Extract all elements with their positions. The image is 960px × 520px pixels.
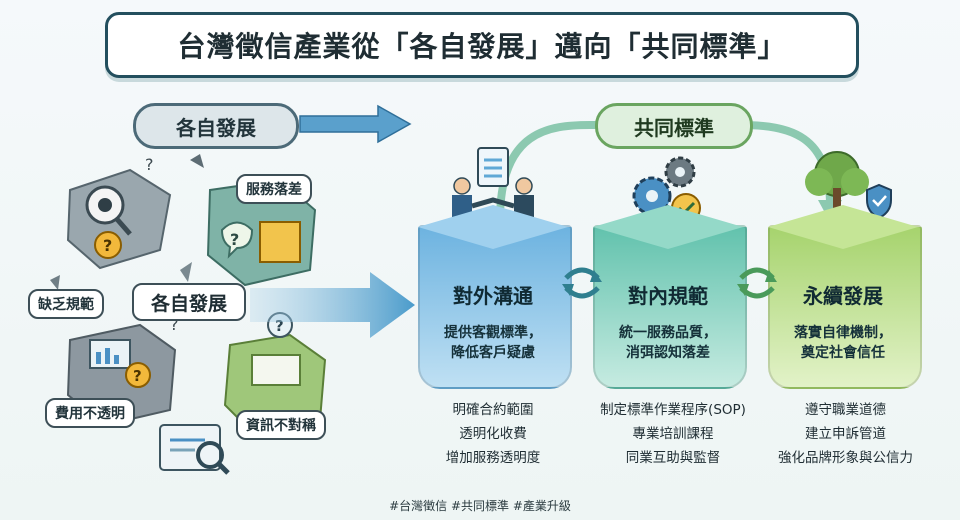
svg-text:?: ? xyxy=(103,236,112,255)
center-label: 各自發展 xyxy=(132,283,246,321)
issue-tag: 費用不透明 xyxy=(45,398,135,428)
list-item: 強化品牌形象與公信力 xyxy=(778,450,913,466)
svg-text:?: ? xyxy=(275,317,284,335)
issue-tag: 缺乏規範 xyxy=(28,289,104,319)
flow-arrow xyxy=(250,272,415,338)
tree-icon xyxy=(805,151,892,225)
issue-tag: 服務落差 xyxy=(236,174,312,204)
column-name: 對內規範 xyxy=(628,284,708,308)
svg-text:?: ? xyxy=(133,367,142,385)
left-heading: 各自發展 xyxy=(133,103,299,149)
list-item: 同業互助與監督 xyxy=(625,450,721,466)
right-heading: 共同標準 xyxy=(595,103,753,149)
svg-text:?: ? xyxy=(170,315,179,334)
document-icon xyxy=(159,424,221,471)
column-name: 永續發展 xyxy=(803,284,883,308)
list-item: 透明化收費 xyxy=(459,426,527,442)
top-right-arrow xyxy=(299,104,412,144)
column-items: 制定標準作業程序(SOP) 專業培訓課程 同業互助與監督 xyxy=(583,398,763,470)
column-internal: 對內規範 統一服務品質，消弭認知落差 xyxy=(593,205,747,389)
cycle-arrow-icon xyxy=(562,267,602,299)
list-item: 增加服務透明度 xyxy=(445,450,541,466)
list-item: 建立申訴管道 xyxy=(805,426,886,442)
page-title: 台灣徵信產業從「各自發展」邁向「共同標準」 xyxy=(105,12,859,78)
hashtags: #台灣徵信 #共同標準 #產業升級 xyxy=(389,499,571,513)
list-item: 遵守職業道德 xyxy=(805,402,886,418)
column-external: 對外溝通 提供客觀標準，降低客戶疑慮 xyxy=(418,205,572,389)
svg-text:?: ? xyxy=(145,155,154,174)
magnifier-icon xyxy=(196,441,224,469)
cycle-arrow-icon xyxy=(737,267,777,299)
list-item: 制定標準作業程序(SOP) xyxy=(600,402,746,418)
column-items: 遵守職業道德 建立申訴管道 強化品牌形象與公信力 xyxy=(758,398,933,470)
fragmented-cubes-illustration: ? ? ? ? ? ? xyxy=(50,154,327,475)
column-desc: 落實自律機制，奠定社會信任 xyxy=(794,325,892,361)
column-name: 對外溝通 xyxy=(453,284,533,308)
list-item: 明確合約範圍 xyxy=(452,402,534,418)
column-items: 明確合約範圍 透明化收費 增加服務透明度 xyxy=(413,398,573,470)
column-desc: 統一服務品質，消弭認知落差 xyxy=(619,325,717,361)
list-item: 專業培訓課程 xyxy=(632,426,714,442)
issue-tag: 資訊不對稱 xyxy=(236,410,326,440)
question-icon xyxy=(94,231,122,259)
column-desc: 提供客觀標準，降低客戶疑慮 xyxy=(444,325,542,361)
svg-text:?: ? xyxy=(230,230,239,249)
column-sustainable: 永續發展 落實自律機制，奠定社會信任 xyxy=(768,205,922,389)
